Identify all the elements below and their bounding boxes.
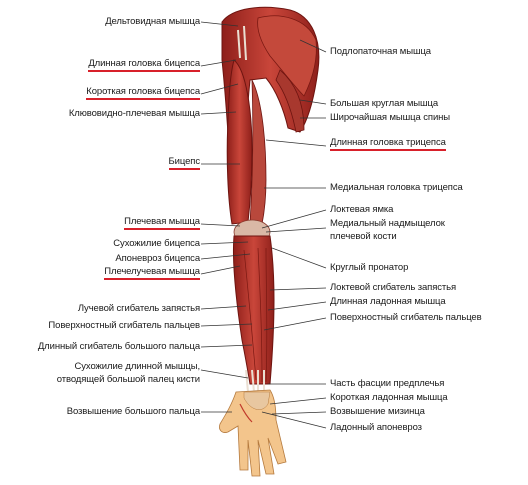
wrist-tendons xyxy=(245,369,265,393)
label-forearm-fascia: Часть фасции предплечья xyxy=(330,378,445,389)
label-palmaris-longus: Длинная ладонная мышца xyxy=(330,296,446,307)
right-leader-lines xyxy=(261,39,327,429)
label-flexor-carpi-radialis: Лучевой сгибатель запястья xyxy=(77,303,200,314)
label-cubital-fossa: Локтевая ямка xyxy=(330,204,394,215)
label-medial-epicondyle-line2: плечевой кости xyxy=(330,231,397,242)
label-biceps-long-head: Длинная головка бицепса xyxy=(88,58,200,72)
label-subscapularis: Подлопаточная мышца xyxy=(330,46,431,57)
label-biceps-short-head: Короткая головка бицепса xyxy=(86,86,200,100)
palmar-aponeurosis xyxy=(243,391,271,410)
label-flexor-digitorum-superficialis-right: Поверхностный сгибатель пальцев xyxy=(330,312,482,323)
label-flexor-pollicis-longus: Длинный сгибатель большого пальца xyxy=(37,341,200,352)
subscapularis-muscle xyxy=(257,15,317,97)
label-triceps-medial-head: Медиальная головка трицепса xyxy=(330,182,463,193)
label-hypothenar-eminence: Возвышение мизинца xyxy=(330,406,425,417)
label-coracobrachialis: Клювовидно-плечевая мышца xyxy=(68,108,200,119)
label-flexor-digitorum-superficialis-left: Поверхностный сгибатель пальцев xyxy=(48,320,200,331)
hand xyxy=(219,389,287,477)
label-biceps: Бицепс xyxy=(168,156,200,170)
left-leader-lines xyxy=(200,21,253,413)
label-brachioradialis: Плечелучевая мышца xyxy=(104,266,200,280)
label-teres-major: Большая круглая мышца xyxy=(330,98,439,109)
label-thenar-eminence: Возвышение большого пальца xyxy=(66,406,200,417)
label-brachialis: Плечевая мышца xyxy=(124,216,200,230)
label-abductor-tendon-line1: Сухожилие длинной мышцы, xyxy=(74,361,201,372)
forearm-muscles xyxy=(232,235,275,385)
label-palmaris-brevis: Короткая ладонная мышца xyxy=(330,392,448,403)
label-pronator-teres: Круглый пронатор xyxy=(330,262,409,273)
label-latissimus-dorsi: Широчайшая мышца спины xyxy=(330,112,451,123)
label-abductor-tendon-line2: отводящей большой палец кисти xyxy=(56,374,200,385)
label-biceps-tendon: Сухожилие бицепса xyxy=(113,238,200,249)
triceps-muscle xyxy=(249,79,267,225)
label-palmar-aponeurosis: Ладонный апоневроз xyxy=(330,422,422,433)
label-triceps-long-head: Длинная головка трицепса xyxy=(330,137,446,151)
label-biceps-aponeurosis: Апоневроз бицепса xyxy=(115,253,200,264)
latissimus-muscle xyxy=(275,69,305,133)
label-medial-epicondyle-line1: Медиальный надмыщелок xyxy=(330,218,445,229)
label-flexor-carpi-ulnaris: Локтевой сгибатель запястья xyxy=(330,282,457,293)
label-deltoid: Дельтовидная мышца xyxy=(105,16,200,27)
